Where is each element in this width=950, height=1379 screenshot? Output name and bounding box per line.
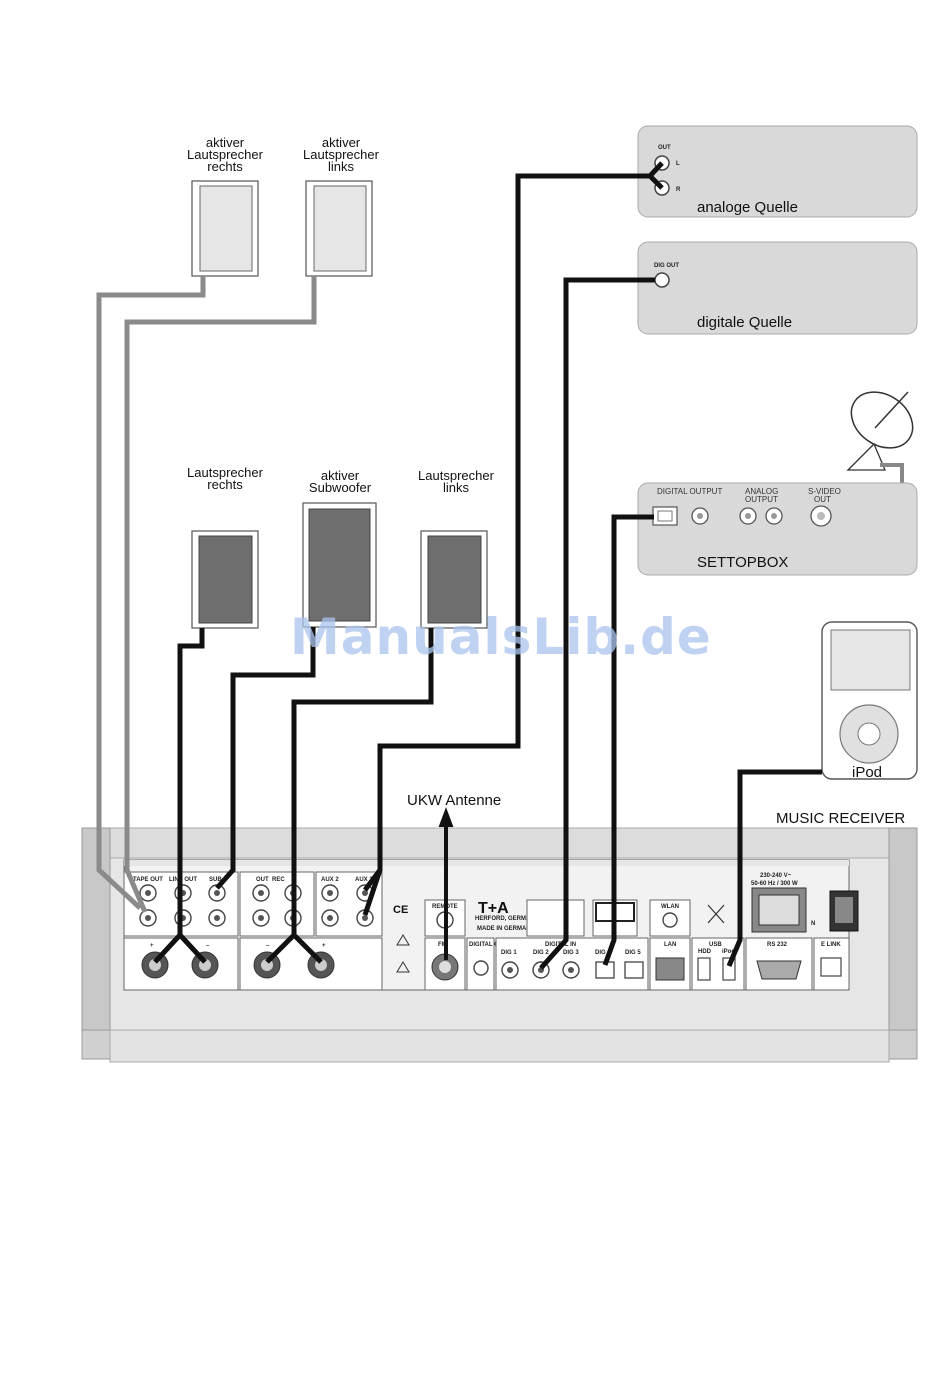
tape-out-label: TAPE OUT [133, 877, 163, 883]
line-out-label: LINE OUT [169, 877, 197, 883]
wlan-block: WLAN [649, 899, 725, 937]
digital-source-title: digitale Quelle [697, 314, 792, 331]
analog-source-device: OUT L R analoge Quelle [637, 125, 918, 218]
music-receiver: MUSIC RECEIVER TAPE OUT LINE OUT SUB OUT… [81, 810, 918, 1063]
digital-out-label: DIGITAL OUT [469, 942, 507, 948]
ipod-device: iPod [821, 621, 918, 781]
settopbox-title: SETTOPBOX [697, 554, 788, 571]
aux2-label: AUX 2 [321, 877, 339, 883]
hdd-label: HDD [698, 949, 712, 955]
speaker-passive-right-label-1: Lautsprecher [187, 465, 264, 480]
speaker-terminals: + – – + [123, 937, 383, 991]
speaker-passive-right-label-2: rechts [207, 477, 243, 492]
settopbox-device: DIGITAL OUTPUT ANALOG OUTPUT S-VIDEO OUT… [637, 482, 918, 576]
power-n-label: N [811, 921, 815, 927]
speaker-active-right: aktiver Lautsprecher rechts [187, 135, 264, 277]
speaker-active-right-label-3: rechts [207, 159, 243, 174]
power-label-2: 50-60 Hz / 300 W [751, 881, 798, 887]
fm-label: FM [438, 942, 447, 948]
elink-label: E LINK [821, 942, 841, 948]
term-plus-right: + [150, 943, 154, 949]
aux1-label: AUX 1 [355, 877, 373, 883]
dig3-label: DIG 3 [563, 950, 579, 956]
brand-made: MADE IN GERMANY [477, 926, 535, 932]
term-plus-left: + [322, 943, 326, 949]
brand-sub: HERFORD, GERMANY [475, 916, 539, 922]
speaker-active-left-label-1: aktiver [322, 135, 361, 150]
brand-logo: T+A [478, 900, 509, 917]
analog-source-title: analoge Quelle [697, 199, 798, 216]
antenna-label: UKW Antenne [407, 792, 501, 809]
analog-l-label: L [676, 161, 680, 167]
network-block: LAN USB HDD iPod RS 232 E LINK [649, 937, 850, 991]
power-label-1: 230-240 V~ [760, 873, 792, 879]
sub-label: SUB [209, 877, 222, 883]
power-block: 230-240 V~ 50-60 Hz / 300 W N [751, 873, 859, 933]
speaker-active-left: aktiver Lautsprecher links [303, 135, 380, 277]
digital-source-device: DIG OUT digitale Quelle [637, 241, 918, 335]
analog-out-label: OUT [658, 145, 671, 151]
dig4-label: DIG 4 [595, 950, 611, 956]
ipod-title: iPod [852, 764, 882, 781]
term-minus-left: – [266, 943, 270, 949]
subwoofer-label-2: Subwoofer [309, 480, 372, 495]
stb-analog-output-label-1: ANALOG [745, 487, 778, 496]
speaker-passive-left-label-2: links [443, 480, 470, 495]
speaker-active-left-label-2: Lautsprecher [303, 147, 380, 162]
stb-svideo-label-2: OUT [814, 495, 831, 504]
rec-label: REC [272, 877, 285, 883]
speaker-active-left-label-3: links [328, 159, 355, 174]
stb-svideo-label-1: S-VIDEO [808, 487, 841, 496]
wlan-label: WLAN [661, 904, 679, 910]
subwoofer-label-1: aktiver [321, 468, 360, 483]
speaker-passive-left-label-1: Lautsprecher [418, 468, 495, 483]
ce-mark: CE [393, 904, 408, 916]
receiver-title: MUSIC RECEIVER [776, 810, 905, 827]
stb-analog-output-label-2: OUTPUT [745, 495, 778, 504]
satellite-dish-icon [846, 391, 914, 485]
out-label: OUT [256, 877, 269, 883]
watermark: ManualsLib.de [290, 608, 712, 666]
rs232-label: RS 232 [767, 942, 788, 948]
subwoofer-active: aktiver Subwoofer [302, 468, 377, 628]
stb-digital-output-label: DIGITAL OUTPUT [657, 487, 722, 496]
lan-label: LAN [664, 942, 676, 948]
dig1-label: DIG 1 [501, 950, 517, 956]
dig2-label: DIG 2 [533, 950, 549, 956]
dig5-label: DIG 5 [625, 950, 641, 956]
speaker-active-right-label-2: Lautsprecher [187, 147, 264, 162]
usb-label: USB [709, 942, 722, 948]
cables [96, 161, 822, 970]
digital-io-block: DIGITAL OUT DIGITAL IN DIG 1 DIG 2 DIG 3… [466, 937, 649, 991]
analog-io-block: TAPE OUT LINE OUT SUB OUT REC AUX 2 AUX … [123, 871, 383, 937]
dig-out-label: DIG OUT [654, 263, 679, 269]
term-minus-right: – [206, 943, 210, 949]
speaker-active-right-label-1: aktiver [206, 135, 245, 150]
speaker-passive-right: Lautsprecher rechts [187, 465, 264, 629]
ipod-port-label: iPod [722, 949, 735, 955]
analog-r-label: R [676, 187, 681, 193]
warning-block: CE [393, 904, 410, 973]
speaker-passive-left: Lautsprecher links [418, 468, 495, 629]
